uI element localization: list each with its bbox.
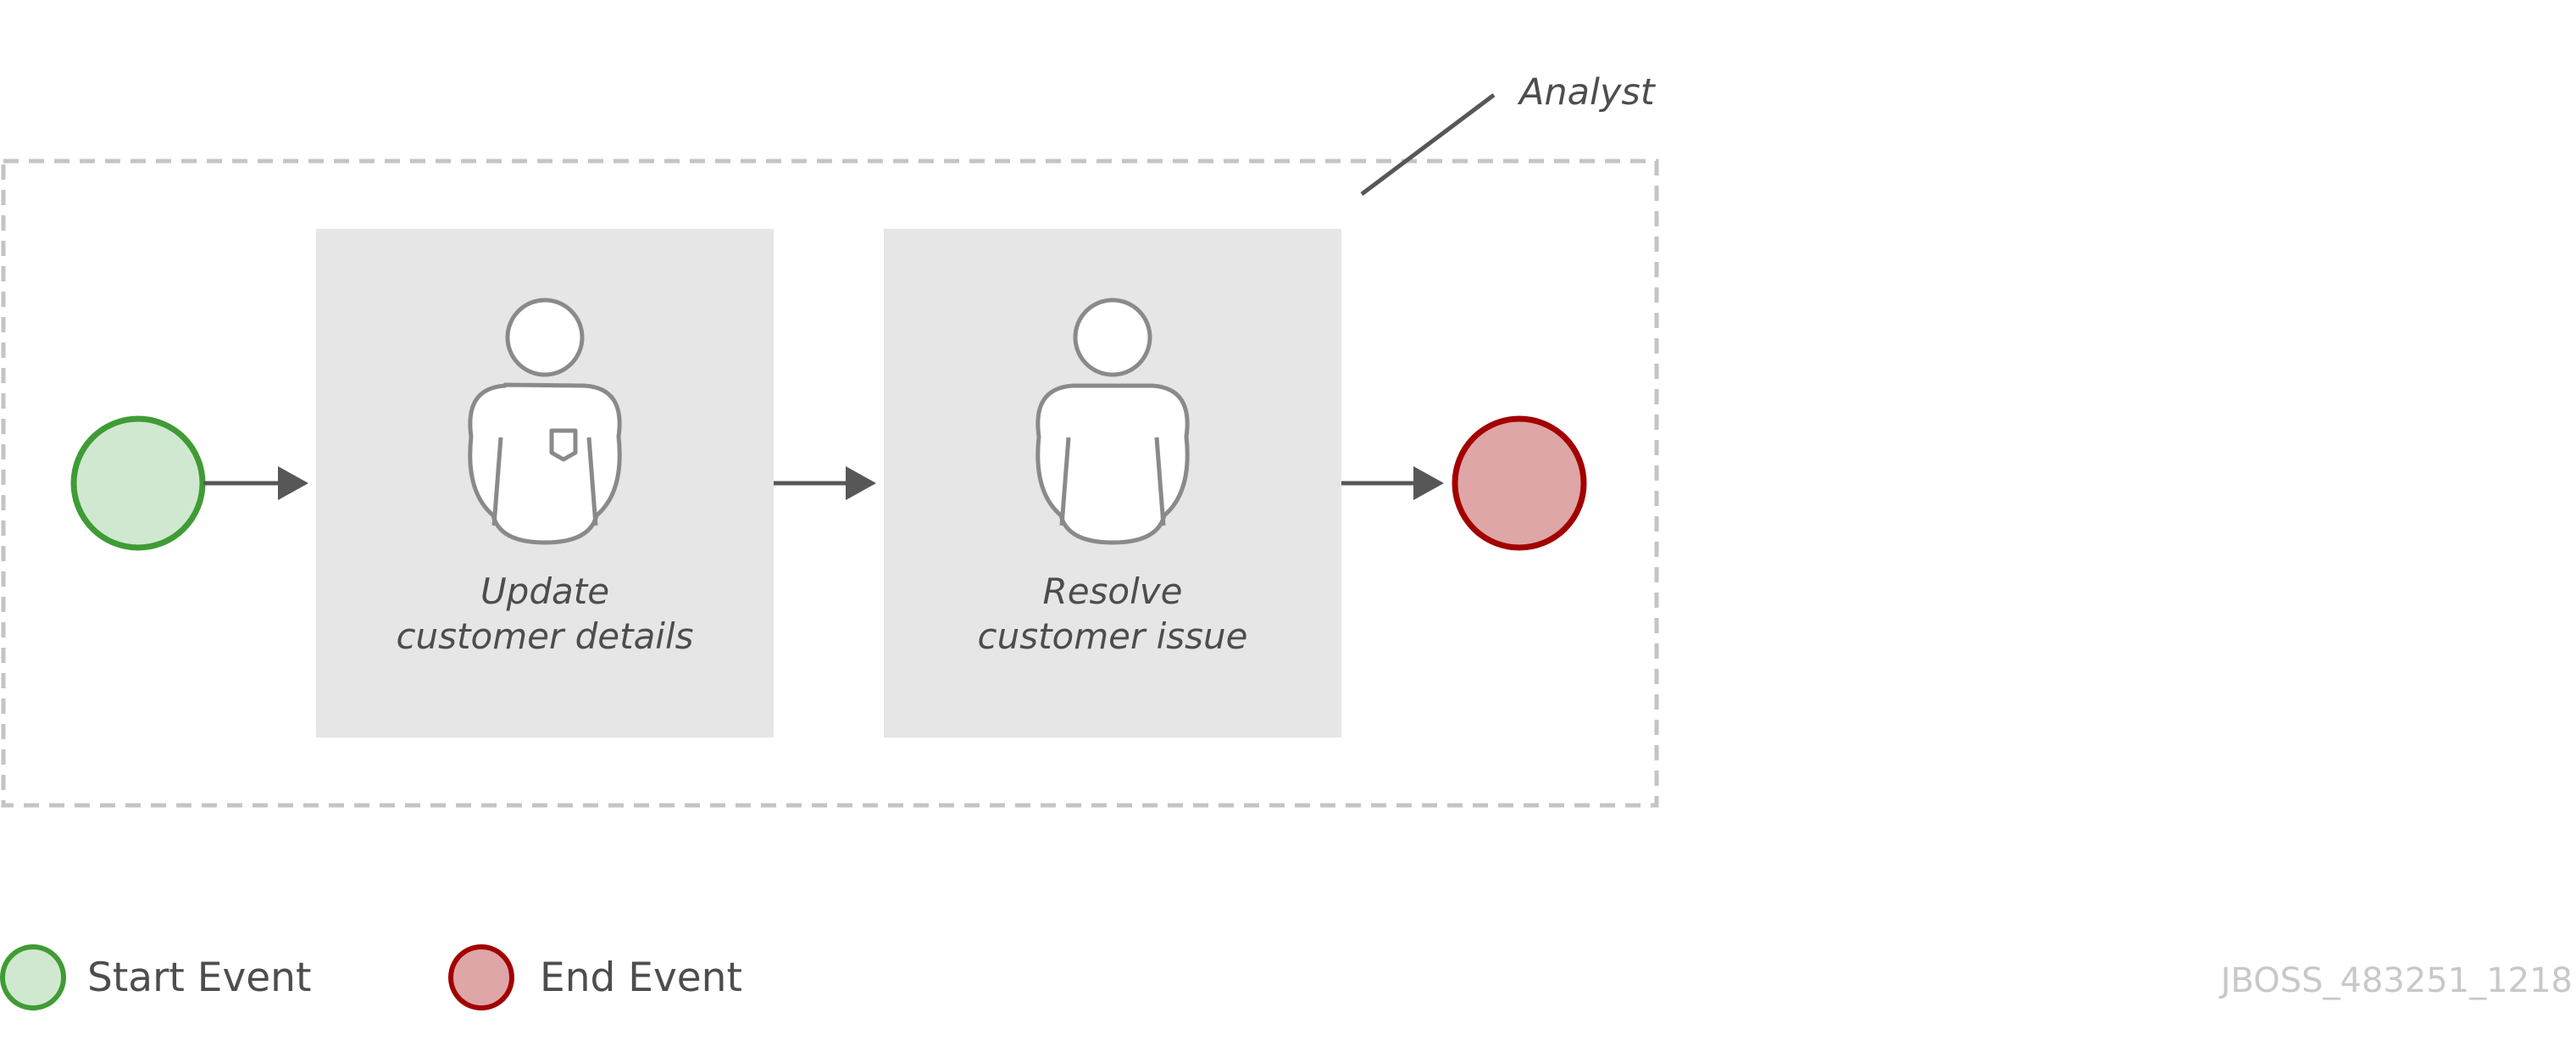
end-event[interactable] [1452, 415, 1587, 551]
lane-label: Analyst [1517, 71, 1657, 114]
user-icon [1035, 298, 1190, 545]
legend-end-label: End Event [540, 955, 742, 1001]
task-resolve-customer-issue[interactable]: Resolve customer issue [884, 229, 1341, 738]
arrowhead-resolve-to-end [1413, 466, 1444, 500]
legend-end-event-icon [448, 944, 514, 1010]
arrowhead-update-to-resolve [846, 466, 876, 500]
figure-code: JBOSS_483251_1218 [2218, 961, 2573, 1000]
task-label-line2: customer details [396, 615, 693, 657]
task-update-customer-details[interactable]: Update customer details [316, 229, 774, 738]
user-with-pocket-icon [468, 298, 622, 545]
task-label-line2: customer issue [977, 615, 1247, 657]
analyst-lane [1, 159, 1659, 808]
lane-annotation-line [1360, 93, 1496, 196]
legend-start-label: Start Event [87, 955, 311, 1001]
start-event[interactable] [70, 415, 206, 551]
task-label-line1: Update [480, 571, 609, 612]
legend-start-event-icon [0, 944, 66, 1010]
task-label-line1: Resolve [1043, 571, 1183, 612]
arrowhead-start-to-update [278, 466, 308, 500]
